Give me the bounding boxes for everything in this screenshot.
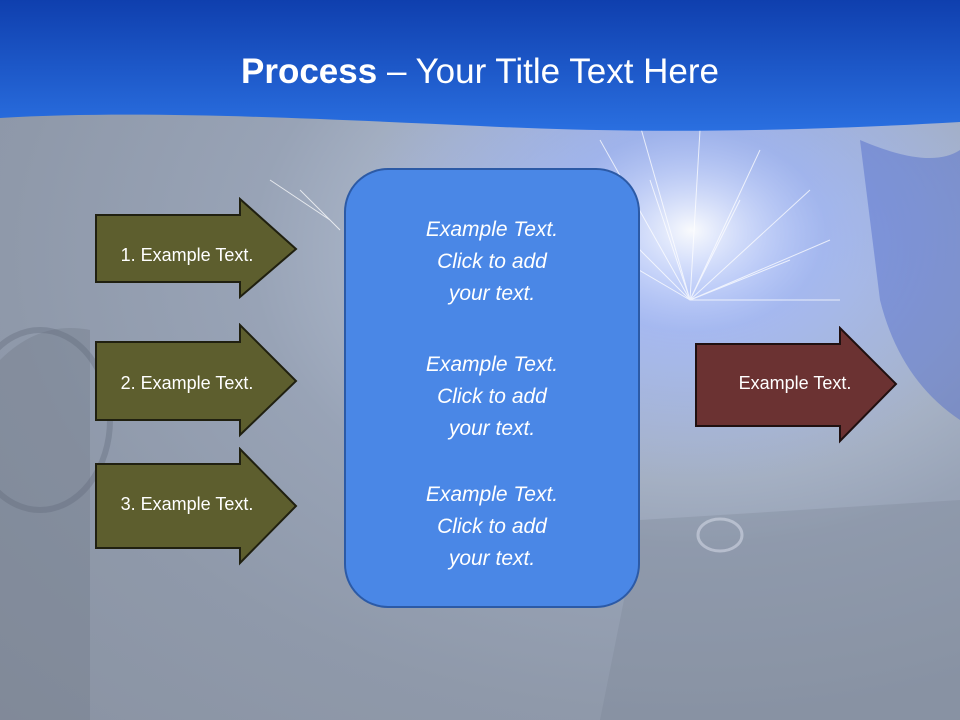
center-block-1-line-2: Click to add: [437, 250, 547, 273]
center-block-2-line-2: Click to add: [437, 385, 547, 408]
center-block-2-line-3: your text.: [448, 417, 536, 440]
center-block-1: Example Text. Click to add your text.: [346, 214, 638, 310]
center-block-2: Example Text. Click to add your text.: [346, 349, 638, 445]
step-label-3: 3. Example Text.: [120, 494, 254, 514]
center-block-1-line-3: your text.: [448, 282, 536, 305]
center-block-3-line-3: your text.: [448, 547, 536, 570]
header-band: [0, 0, 960, 131]
step-label-1: 1. Example Text.: [120, 245, 254, 265]
slide-title: Process – Your Title Text Here: [0, 52, 960, 92]
step-label-2: 2. Example Text.: [120, 373, 254, 393]
center-text-box[interactable]: Example Text. Click to add your text. Ex…: [344, 168, 640, 608]
step-arrow-3[interactable]: [94, 447, 300, 567]
center-block-3-line-1: Example Text.: [425, 483, 559, 506]
output-label: Example Text.: [738, 373, 852, 393]
center-block-3-line-2: Click to add: [437, 515, 547, 538]
title-rest: – Your Title Text Here: [377, 52, 719, 91]
step-arrow-2[interactable]: [94, 323, 300, 439]
step-arrow-1[interactable]: [94, 197, 300, 301]
title-bold: Process: [241, 52, 378, 91]
center-block-1-line-1: Example Text.: [425, 218, 559, 241]
center-block-2-line-1: Example Text.: [425, 353, 559, 376]
center-block-3: Example Text. Click to add your text.: [346, 479, 638, 575]
output-arrow[interactable]: [694, 326, 900, 446]
